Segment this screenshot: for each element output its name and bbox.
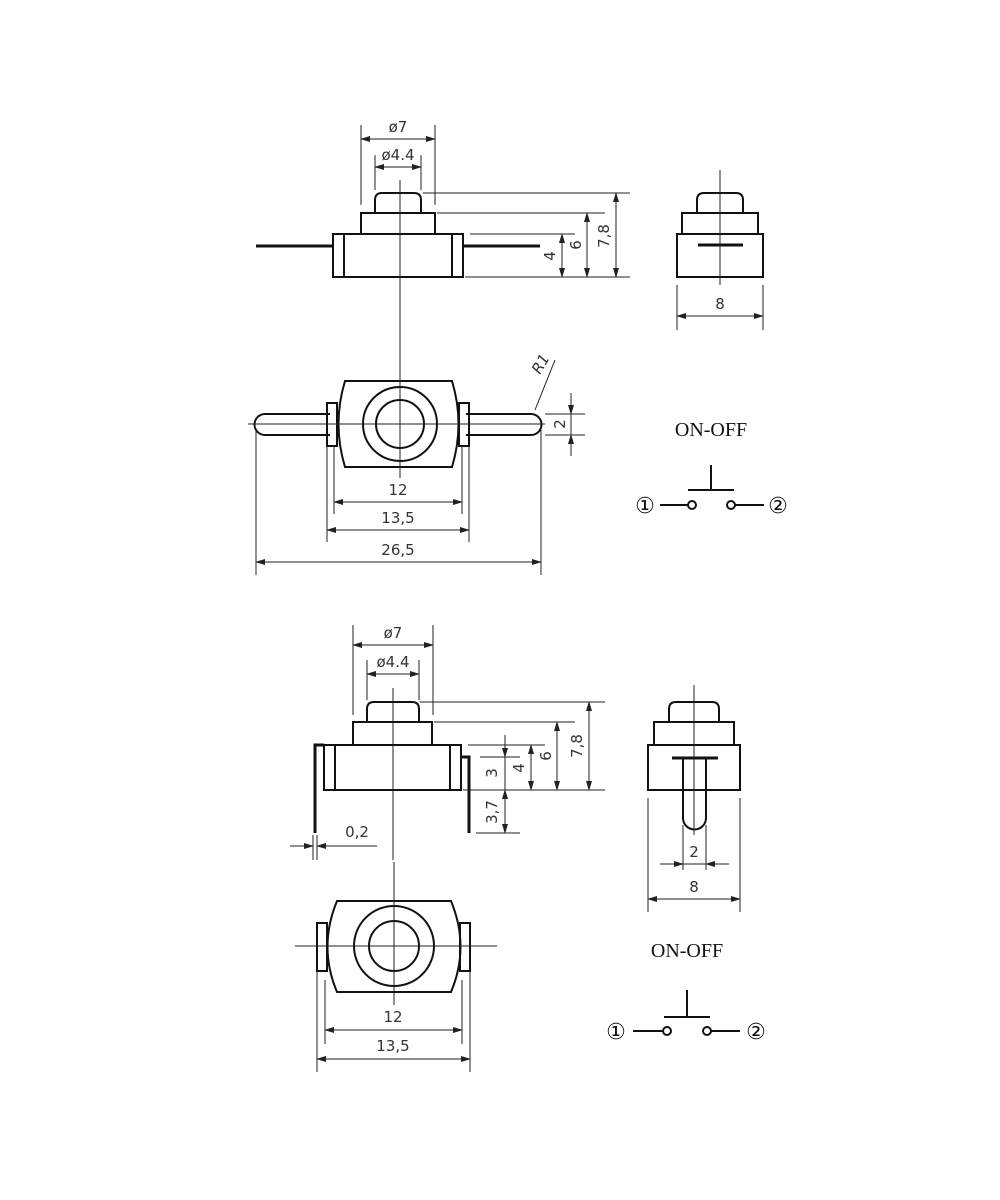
dim-body-width: 12: [388, 481, 407, 499]
dim-inner-diameter: ø4.4: [376, 653, 409, 671]
dim-outer-diameter: ø7: [384, 624, 403, 642]
dim-flange-width: 13,5: [381, 509, 414, 527]
variant-b-side-view: 2 8: [647, 685, 741, 912]
terminal-2-label: ②: [746, 1020, 766, 1045]
variant-b-top-view: 12 13,5: [295, 862, 497, 1072]
dim-outer-diameter: ø7: [389, 118, 408, 136]
dim-pin-thickness: 0,2: [345, 823, 369, 841]
dim-height-3: 3: [483, 768, 501, 778]
dim-side-width: 8: [689, 878, 699, 896]
variant-a-side-view: 8: [676, 170, 764, 330]
variant-a-schematic: ON-OFF ① ②: [635, 419, 788, 519]
terminal-1-label: ①: [635, 494, 655, 519]
dim-side-width: 8: [715, 295, 725, 313]
dim-lead-width: 2: [551, 419, 569, 429]
schematic-title: ON-OFF: [651, 940, 723, 962]
terminal-1-label: ①: [606, 1020, 626, 1045]
variant-b-schematic: ON-OFF ① ②: [606, 940, 766, 1045]
dim-mid-height: 6: [567, 240, 585, 250]
dim-inner-diameter: ø4.4: [381, 146, 414, 164]
dim-overall-width: 26,5: [381, 541, 414, 559]
dim-pin-length: 3,7: [483, 800, 501, 824]
terminal-2-label: ②: [768, 494, 788, 519]
dim-pin-width: 2: [689, 843, 699, 861]
dim-body-height: 4: [510, 763, 528, 773]
variant-b-front-view: ø7 ø4.4 3 3,7 4 6 7,8 0,2: [290, 624, 605, 860]
dim-mid-height: 6: [537, 751, 555, 761]
variant-a-top-view: R1 2 12 13,5 26,5: [248, 280, 585, 575]
dim-total-height: 7,8: [595, 224, 613, 248]
variant-a-front-view: ø7 ø4.4 4 6 7,8: [256, 118, 630, 395]
schematic-title: ON-OFF: [675, 419, 747, 441]
dim-total-height: 7,8: [568, 734, 586, 758]
dim-body-height: 4: [541, 251, 559, 261]
dim-body-width: 12: [383, 1008, 402, 1026]
dim-flange-width: 13,5: [376, 1037, 409, 1055]
